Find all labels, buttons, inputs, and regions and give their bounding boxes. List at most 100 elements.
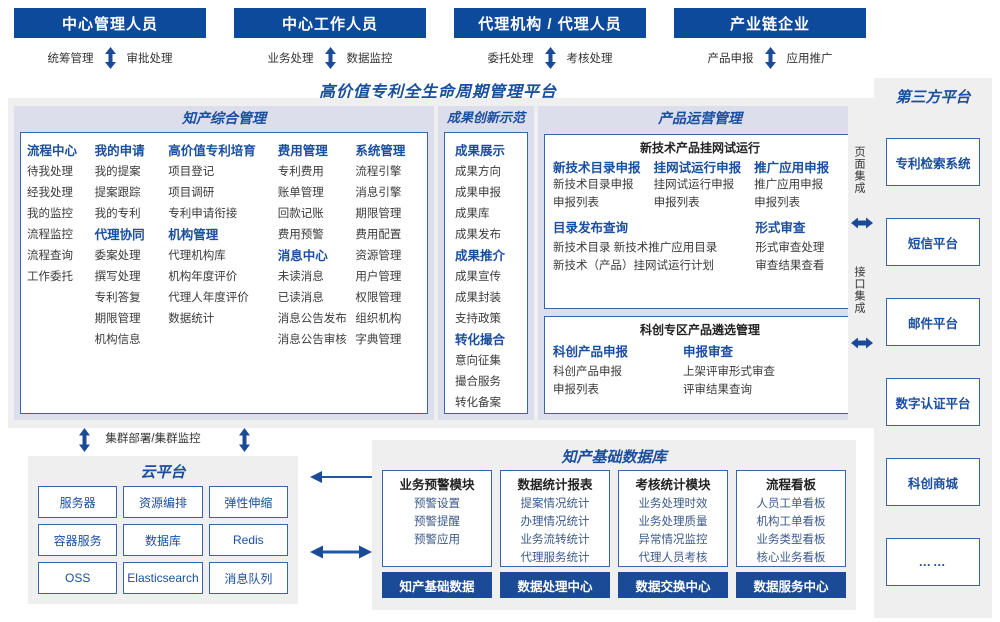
menu-item[interactable]: 成果申报 [455,187,501,199]
db-card-item[interactable]: 业务处理时效 [638,498,708,510]
menu-item[interactable]: 专利费用 [277,166,324,178]
menu-item[interactable]: 账单管理 [277,187,324,199]
col-head[interactable]: 申报审查 [683,345,734,359]
menu-item[interactable]: 流程监控 [27,229,73,241]
col-head[interactable]: 成果推介 [455,249,506,263]
col-head[interactable]: 转化撮合 [455,333,506,347]
menu-item[interactable]: 撰写处理 [94,271,141,283]
role-box-enterprise[interactable]: 产业链企业 [674,8,866,38]
role-box-agency[interactable]: 代理机构 / 代理人员 [454,8,646,38]
menu-item[interactable]: 数据统计 [168,313,215,325]
menu-item[interactable]: 已读消息 [277,292,324,304]
col-head[interactable]: 新技术目录申报 [553,161,641,175]
menu-item[interactable]: 流程引擎 [355,166,402,178]
db-footer-exchange-center[interactable]: 数据交换中心 [618,572,728,598]
menu-item[interactable]: 代理机构库 [168,250,226,262]
menu-item[interactable]: 代理人年度评价 [168,292,249,304]
db-card-item[interactable]: 代理人员考核 [638,552,708,564]
menu-item[interactable]: 专利申请衔接 [168,208,238,220]
col-head[interactable]: 高价值专利培育 [168,144,256,158]
menu-item[interactable]: 委案处理 [94,250,141,262]
menu-item[interactable]: 支持政策 [455,313,501,325]
col-head[interactable]: 系统管理 [355,144,406,158]
menu-item[interactable]: 成果发布 [455,229,501,241]
db-card-item[interactable]: 核心业务看板 [756,552,826,564]
db-card-item[interactable]: 人员工单看板 [756,498,826,510]
db-card-item[interactable]: 代理服务统计 [520,552,590,564]
menu-item[interactable]: 经我处理 [27,187,73,199]
cloud-item-redis[interactable]: Redis [208,524,288,556]
menu-item[interactable]: 提案跟踪 [94,187,141,199]
menu-item[interactable]: 新技术（产品）挂网试运行计划 [553,260,714,272]
menu-item[interactable]: 形式审查处理 [755,242,825,254]
menu-item[interactable]: 消息公告审核 [277,334,347,346]
db-card-item[interactable]: 办理情况统计 [520,516,590,528]
col-head[interactable]: 流程中心 [27,144,78,158]
db-card-item[interactable]: 异常情况监控 [638,534,708,546]
db-card-item[interactable]: 机构工单看板 [756,516,826,528]
col-head[interactable]: 科创产品申报 [553,345,629,359]
menu-item[interactable]: 撮合服务 [455,376,501,388]
menu-item[interactable]: 成果宣传 [455,271,501,283]
menu-item[interactable]: 成果库 [455,208,490,220]
menu-item[interactable]: 专利答复 [94,292,141,304]
menu-item[interactable]: 我的监控 [27,208,73,220]
third-party-item-sms[interactable]: 短信平台 [886,218,980,266]
menu-item[interactable]: 项目登记 [168,166,215,178]
menu-item[interactable]: 上架评审形式审查 [683,366,775,378]
cloud-item-server[interactable]: 服务器 [38,486,118,518]
menu-item[interactable]: 资源管理 [355,250,402,262]
menu-item[interactable]: 字典管理 [355,334,402,346]
db-card-item[interactable]: 业务类型看板 [756,534,826,546]
menu-item[interactable]: 费用配置 [355,229,402,241]
role-box-center-admin[interactable]: 中心管理人员 [14,8,206,38]
menu-item[interactable]: 费用预警 [277,229,324,241]
col-head[interactable]: 挂网试运行申报 [653,161,742,175]
menu-item[interactable]: 审查结果查看 [755,260,825,272]
cloud-item-oss[interactable]: OSS [38,562,118,594]
third-party-item-digital-cert[interactable]: 数字认证平台 [886,378,980,426]
menu-item[interactable]: 申报列表 [653,197,700,209]
menu-item[interactable]: 挂网试运行申报 [653,179,735,191]
db-footer-process-center[interactable]: 数据处理中心 [500,572,610,598]
menu-item[interactable]: 申报列表 [754,197,801,209]
cloud-item-database[interactable]: 数据库 [123,524,203,556]
menu-item[interactable]: 科创产品申报 [553,366,622,378]
db-card-item[interactable]: 提案情况统计 [520,498,590,510]
menu-item[interactable]: 我的专利 [94,208,141,220]
menu-item[interactable]: 工作委托 [27,271,73,283]
menu-item[interactable]: 组织机构 [355,313,402,325]
col-head[interactable]: 成果展示 [455,144,506,158]
db-card-item[interactable]: 业务处理质量 [638,516,708,528]
menu-item[interactable]: 项目调研 [168,187,215,199]
menu-item[interactable]: 转化备案 [455,397,501,409]
menu-item[interactable]: 回款记账 [277,208,324,220]
db-footer-service-center[interactable]: 数据服务中心 [736,572,846,598]
third-party-item-more[interactable]: …… [886,538,980,586]
third-party-item-patent-search[interactable]: 专利检索系统 [886,138,980,186]
menu-item[interactable]: 机构信息 [94,334,141,346]
menu-item[interactable]: 申报列表 [553,384,599,396]
col-head[interactable]: 消息中心 [277,249,328,263]
col-head[interactable]: 形式审查 [755,221,806,235]
cloud-item-container[interactable]: 容器服务 [38,524,118,556]
col-head[interactable]: 费用管理 [277,144,328,158]
menu-item[interactable]: 成果封装 [455,292,501,304]
menu-item[interactable]: 意向征集 [455,355,501,367]
menu-item[interactable]: 流程查询 [27,250,73,262]
db-card-item[interactable]: 预警提醒 [414,516,460,528]
menu-item[interactable]: 待我处理 [27,166,73,178]
db-footer-base-data[interactable]: 知产基础数据 [382,572,492,598]
role-box-center-staff[interactable]: 中心工作人员 [234,8,426,38]
menu-item[interactable]: 消息公告发布 [277,313,347,325]
menu-item[interactable]: 我的提案 [94,166,141,178]
cloud-item-mq[interactable]: 消息队列 [208,562,288,594]
menu-item[interactable]: 推广应用申报 [754,179,824,191]
db-card-item[interactable]: 业务流转统计 [520,534,590,546]
menu-item[interactable]: 成果方向 [455,166,501,178]
menu-item[interactable]: 机构年度评价 [168,271,238,283]
col-head[interactable]: 目录发布查询 [553,221,629,235]
menu-item[interactable]: 未读消息 [277,271,324,283]
db-card-item[interactable]: 预警应用 [414,534,460,546]
menu-item[interactable]: 权限管理 [355,292,402,304]
